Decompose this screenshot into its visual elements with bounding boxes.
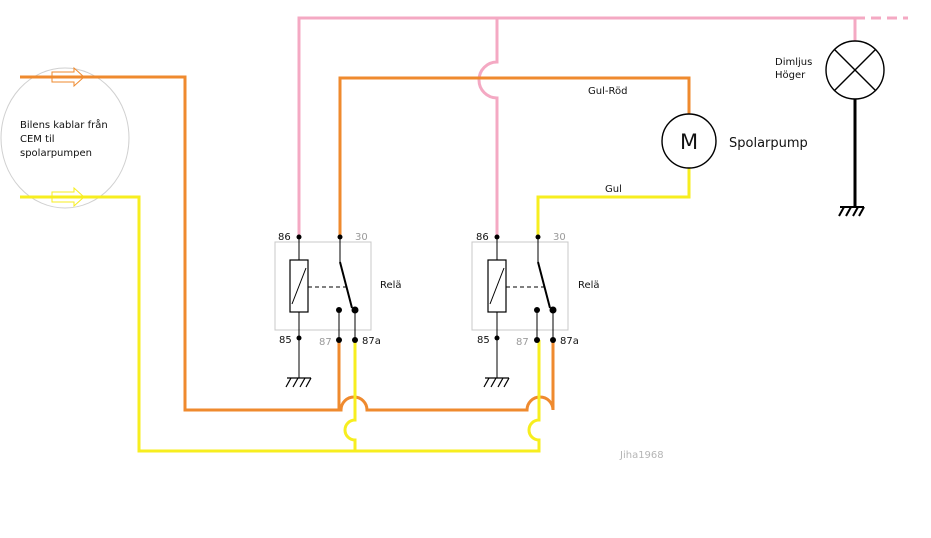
relay-1-label: Relä	[380, 280, 402, 291]
relay-2-pin85: 85	[477, 335, 490, 346]
motor-letter: M	[680, 130, 698, 154]
motor-symbol	[661, 113, 717, 169]
orange-wires	[20, 75, 691, 412]
cem-note-line2: CEM til	[20, 134, 55, 145]
cem-note-line1: Bilens kablar från	[20, 118, 108, 131]
relay-1-pin30: 30	[355, 232, 368, 243]
lamp-label-line2: Höger	[775, 70, 806, 81]
wire-label-gul: Gul	[605, 184, 622, 195]
watermark: Jiha1968	[619, 450, 664, 461]
relay-2-pin87a: 87a	[560, 336, 579, 347]
lamp-ground-icon	[838, 206, 865, 217]
relay-1	[274, 234, 372, 388]
relay-2-label: Relä	[578, 280, 600, 291]
wire-label-gul-rod: Gul-Röd	[588, 86, 627, 97]
relay-2-pin87: 87	[516, 337, 529, 348]
relay-2-pin30: 30	[553, 232, 566, 243]
relay-2-box	[471, 241, 569, 331]
relay-1-pin85: 85	[279, 335, 292, 346]
relay-1-pin87a: 87a	[362, 336, 381, 347]
cem-note-line3: spolarpumpen	[20, 148, 92, 159]
pink-wires	[297, 16, 908, 235]
relay-2-ground-icon	[483, 377, 510, 388]
relay-1-pin87: 87	[319, 337, 332, 348]
motor-name: Spolarpump	[729, 136, 808, 151]
lamp-label-line1: Dimljus	[775, 57, 812, 68]
relay-2	[471, 234, 569, 388]
relay-1-box	[274, 241, 372, 331]
lamp-symbol	[825, 40, 885, 100]
yellow-wires	[20, 165, 691, 453]
relay-2-pin86: 86	[476, 232, 489, 243]
relay-1-pin86: 86	[278, 232, 291, 243]
relay-1-ground-icon	[285, 377, 312, 388]
cem-source-circle	[0, 67, 130, 209]
